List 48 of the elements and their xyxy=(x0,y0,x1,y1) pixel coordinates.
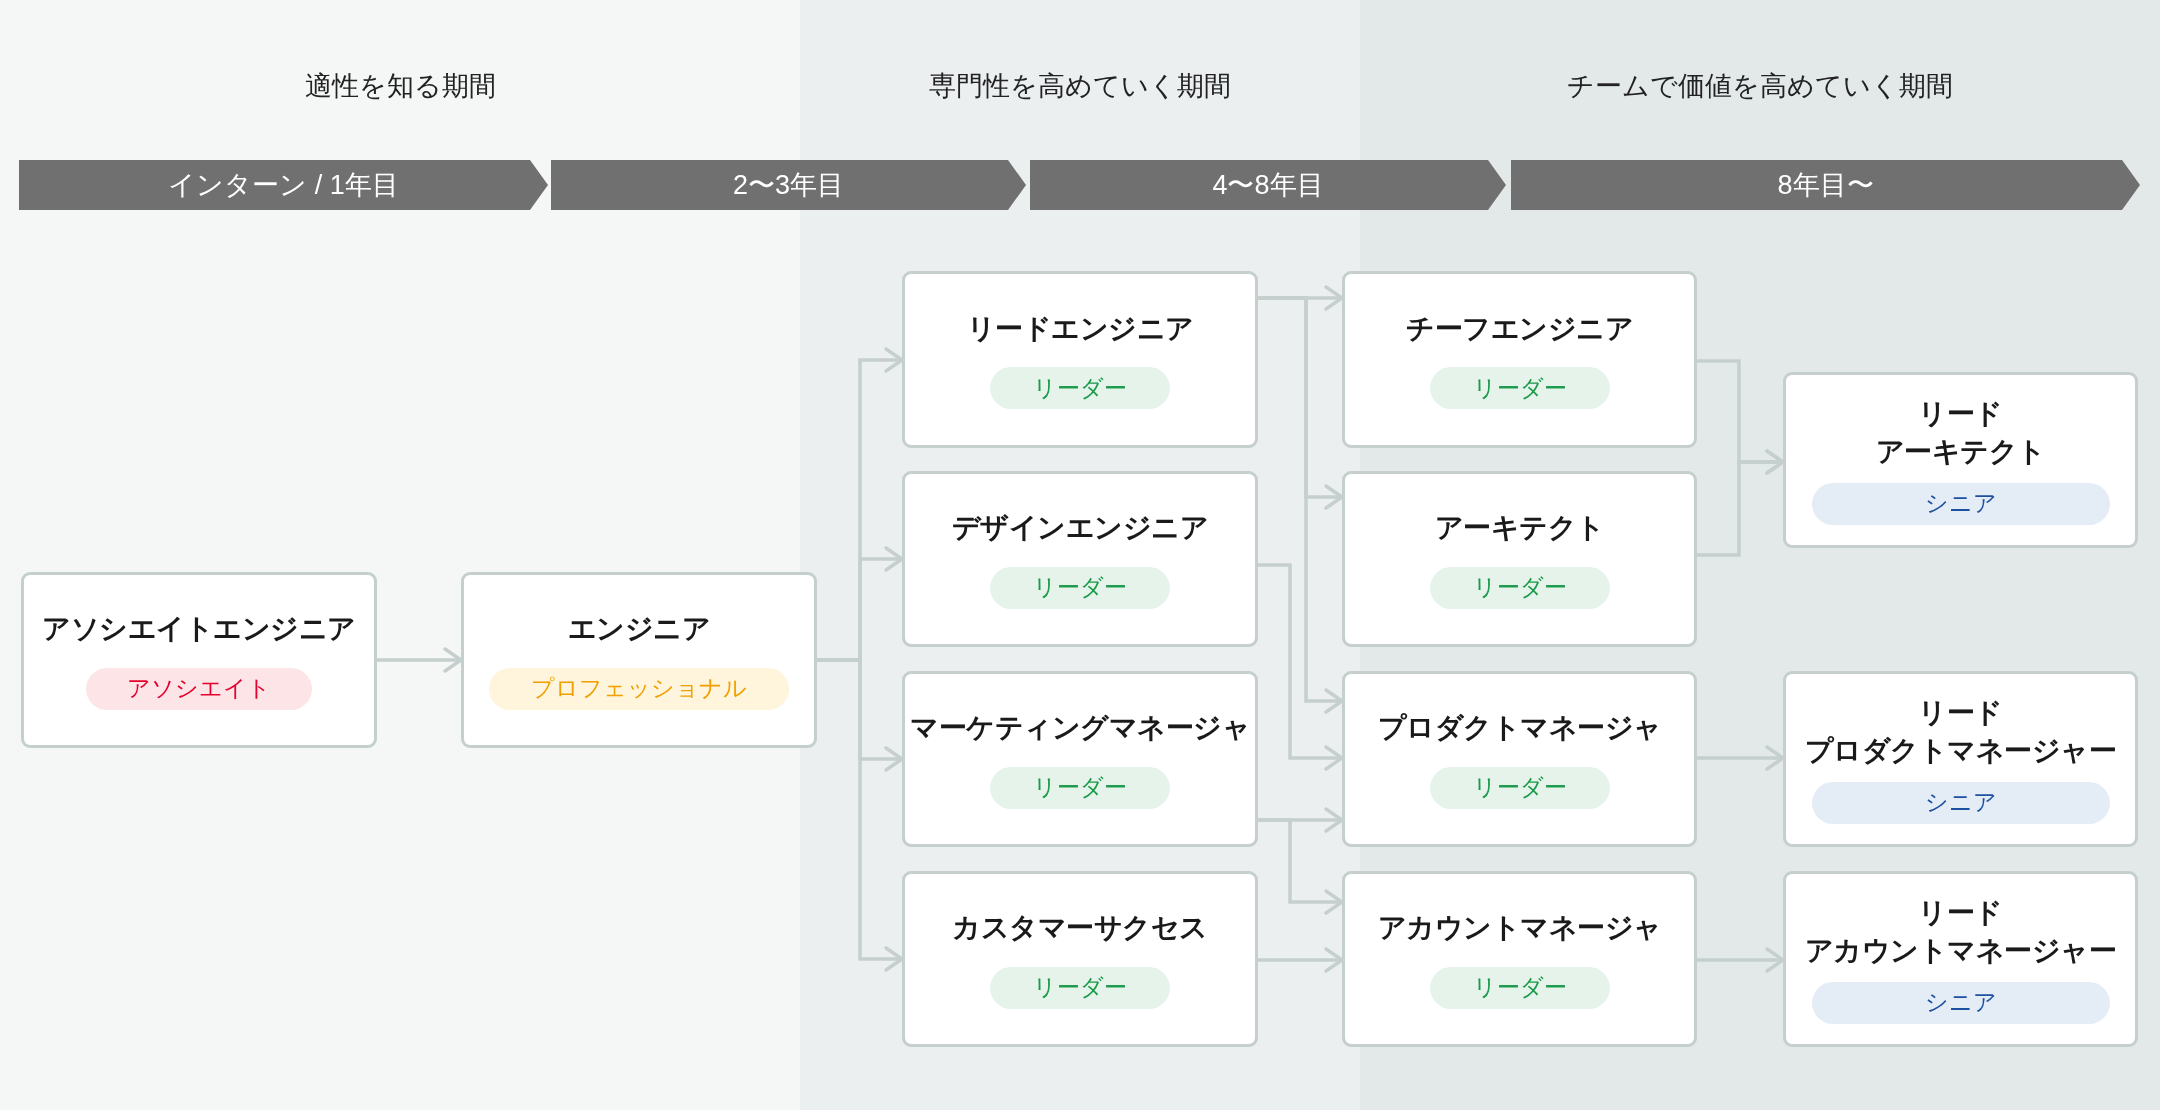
level-badge: リーダー xyxy=(1429,566,1610,609)
level-badge: リーダー xyxy=(1429,966,1610,1009)
level-badge: シニア xyxy=(1811,781,2110,824)
role-card xyxy=(1783,372,2138,548)
role-title: プロダクトマネージャ xyxy=(1377,711,1662,746)
role-title: リードプロダクトマネージャー xyxy=(1804,696,2117,768)
level-badge: リーダー xyxy=(990,766,1170,809)
role-title: デザインエンジニア xyxy=(951,511,1209,546)
role-card xyxy=(902,871,1258,1047)
role-card xyxy=(902,671,1258,847)
level-badge: シニア xyxy=(1811,482,2110,525)
period-heading: チームで価値を高めていく期間 xyxy=(1567,70,1953,103)
role-title: チーフエンジニア xyxy=(1406,311,1633,346)
role-card xyxy=(1783,871,2138,1047)
role-title: アソシエイトエンジニア xyxy=(42,612,356,647)
level-badge: シニア xyxy=(1811,981,2110,1024)
connector-arrow xyxy=(1258,947,1344,973)
role-title: アーキテクト xyxy=(1434,511,1605,546)
role-title: エンジニア xyxy=(567,612,711,647)
connector-arrow xyxy=(1697,947,1785,973)
role-card xyxy=(1342,671,1697,847)
connector-arrow xyxy=(1258,818,1344,915)
role-card xyxy=(1342,471,1697,647)
level-badge: アソシエイト xyxy=(86,667,312,710)
role-title: カスタマーサクセス xyxy=(952,911,1208,946)
role-title: リードエンジニア xyxy=(966,311,1194,346)
role-card xyxy=(902,271,1258,448)
level-badge: リーダー xyxy=(1429,766,1610,809)
role-card xyxy=(1783,671,2138,847)
period-heading: 専門性を高めていく期間 xyxy=(929,70,1231,103)
connector-arrow xyxy=(377,647,463,673)
level-badge: リーダー xyxy=(990,566,1170,609)
connector-arrow xyxy=(1258,563,1344,771)
role-card xyxy=(461,572,817,748)
role-title: リードアーキテクト xyxy=(1875,397,2046,469)
role-card xyxy=(1342,271,1697,448)
level-badge: プロフェッショナル xyxy=(489,667,789,710)
connector-arrow xyxy=(1697,745,1785,771)
level-badge: リーダー xyxy=(1429,367,1610,410)
level-badge: リーダー xyxy=(990,367,1170,410)
level-badge: リーダー xyxy=(990,966,1170,1009)
role-card xyxy=(1342,871,1697,1047)
role-card xyxy=(21,572,377,748)
role-card xyxy=(902,471,1258,647)
period-heading: 適性を知る期間 xyxy=(304,70,496,103)
role-title: マーケティングマネージャ xyxy=(910,711,1250,746)
role-title: アカウントマネージャ xyxy=(1377,911,1662,946)
role-title: リードアカウントマネージャー xyxy=(1804,896,2117,968)
